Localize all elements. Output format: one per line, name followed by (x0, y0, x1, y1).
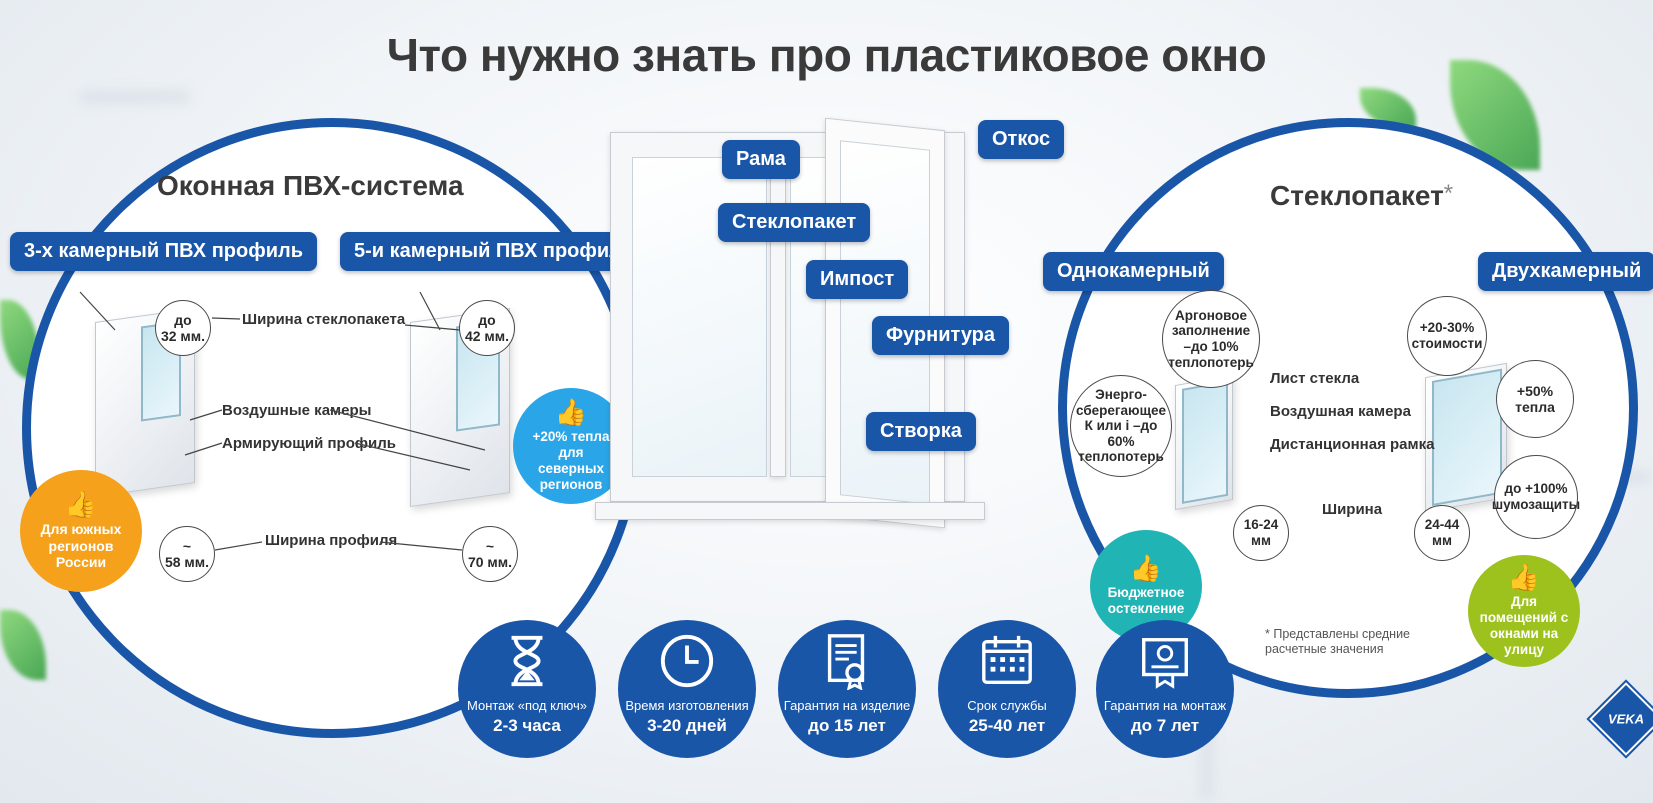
glass-unit-title: Стеклопакет* (1270, 180, 1453, 212)
calendar-icon (982, 636, 1032, 685)
callout-impost: Импост (806, 260, 909, 299)
warm-text: +50% тепла (1515, 382, 1555, 415)
veka-logo-text: VEKA (1607, 711, 1645, 727)
callout-steklopaket: Стеклопакет (718, 203, 871, 242)
air-chamber-label: Воздушная камера (1270, 403, 1411, 420)
noise-text: до +100% шумозащиты (1491, 481, 1581, 512)
feature-installation-value: 2-3 часа (493, 716, 561, 735)
glass-width-5-circle: до 42 мм. (459, 300, 515, 356)
clock-icon (660, 635, 714, 688)
south-regions-badge: 👍 Для южных регионов России (20, 470, 142, 592)
air-chambers-label: Воздушные камеры (222, 402, 372, 419)
profile-width-label: Ширина профиля (265, 532, 398, 549)
glass-sheet-label: Лист стекла (1270, 370, 1360, 387)
feature-installation-label: Монтаж «под ключ» (466, 698, 588, 714)
feature-product-warranty-value: до 15 лет (808, 716, 886, 735)
budget-glazing-text: Бюджетное остекление (1107, 584, 1185, 616)
north-regions-text: +20% тепла для северных регионов (532, 428, 610, 493)
energy-saving-circle: Энерго-сберегающее К или i –до 60% тепло… (1070, 375, 1172, 477)
footnote: * Представлены средние расчетные значени… (1265, 627, 1411, 656)
thumbs-up-icon: 👍 (554, 396, 588, 427)
width-16-circle: 16-24 мм (1233, 505, 1289, 561)
thumbs-up-icon: 👍 (64, 488, 98, 519)
profile-width-5-value: ~ 70 мм. (467, 537, 513, 570)
feature-production-time-label: Время изготовления (625, 698, 749, 714)
width-24-text: 24-44 мм (1424, 517, 1460, 548)
feature-service-life-value: 25-40 лет (968, 716, 1046, 735)
noise-circle: до +100% шумозащиты (1491, 455, 1581, 539)
double-chamber-label: Двухкамерный (1478, 252, 1653, 291)
feature-installation: Монтаж «под ключ» 2-3 часа (458, 620, 596, 758)
single-glass-pane (1182, 380, 1228, 504)
cost-text: +20-30% стоимости (1411, 320, 1483, 351)
glass-width-label: Ширина стеклопакета (242, 311, 406, 328)
feature-installation-warranty: Гарантия на монтаж до 7 лет (1096, 620, 1234, 758)
single-chamber-label: Однокамерный (1043, 252, 1224, 291)
profile-width-3-circle: ~ 58 мм. (159, 526, 215, 582)
glass-width-3-circle: до 32 мм. (155, 300, 211, 356)
width-24-circle: 24-44 мм (1414, 505, 1470, 561)
spacer-frame-label: Дистанционная рамка (1270, 436, 1435, 453)
glass-width-3-value: до 32 мм. (160, 311, 206, 344)
feature-installation-warranty-label: Гарантия на монтаж (1103, 698, 1227, 714)
feature-installation-warranty-value: до 7 лет (1130, 716, 1200, 735)
single-chamber-glass-image (1175, 374, 1233, 511)
glass-unit-title-text: Стеклопакет (1270, 180, 1444, 211)
glass-width-5-value: до 42 мм. (464, 311, 510, 344)
feature-production-time-value: 3-20 дней (647, 716, 727, 735)
feature-product-warranty: Гарантия на изделие до 15 лет (778, 620, 916, 758)
callout-stvorka: Створка (866, 412, 976, 451)
cost-circle: +20-30% стоимости (1407, 296, 1487, 376)
callout-furnitura: Фурнитура (872, 316, 1010, 355)
profile-width-3-value: ~ 58 мм. (164, 537, 210, 570)
callout-rama: Рама (722, 140, 800, 179)
energy-saving-text: Энерго-сберегающее К или i –до 60% тепло… (1076, 387, 1166, 465)
certificate-icon (827, 634, 865, 691)
profile-3-chamber-label: 3-х камерный ПВХ профиль (10, 232, 318, 271)
reinforcing-profile-label: Армирующий профиль (222, 435, 396, 452)
profile-width-5-circle: ~ 70 мм. (462, 526, 518, 582)
street-rooms-text: Для помещений с окнами на улицу (1479, 593, 1569, 658)
warm-circle: +50% тепла (1496, 360, 1574, 438)
street-rooms-badge: 👍 Для помещений с окнами на улицу (1468, 555, 1580, 667)
callout-otkos: Откос (978, 120, 1065, 159)
hourglass-icon (511, 636, 543, 687)
argon-text: Аргоновое заполнение –до 10% теплопотерь (1168, 307, 1254, 370)
window-sill (595, 502, 985, 520)
thumbs-up-icon: 👍 (1507, 561, 1541, 592)
feature-service-life-label: Срок службы (967, 698, 1047, 714)
diploma-icon (1142, 638, 1188, 690)
profile-5-chamber-label: 5-и камерный ПВХ профиль (340, 232, 649, 271)
feature-product-warranty-label: Гарантия на изделие (783, 698, 911, 714)
width-16-text: 16-24 мм (1243, 517, 1279, 548)
feature-production-time: Время изготовления 3-20 дней (618, 620, 756, 758)
feature-service-life: Срок службы 25-40 лет (938, 620, 1076, 758)
argon-circle: Аргоновое заполнение –до 10% теплопотерь (1162, 290, 1260, 388)
width-label: Ширина (1322, 501, 1383, 518)
background-window-frame (80, 90, 190, 104)
north-regions-badge: 👍 +20% тепла для северных регионов (513, 388, 629, 504)
thumbs-up-icon: 👍 (1129, 552, 1163, 583)
page-title: Что нужно знать про пластиковое окно (386, 29, 1267, 81)
glass-unit-asterisk: * (1443, 180, 1454, 207)
south-regions-text: Для южных регионов России (40, 520, 122, 571)
pvc-system-title: Оконная ПВХ-система (157, 170, 464, 201)
